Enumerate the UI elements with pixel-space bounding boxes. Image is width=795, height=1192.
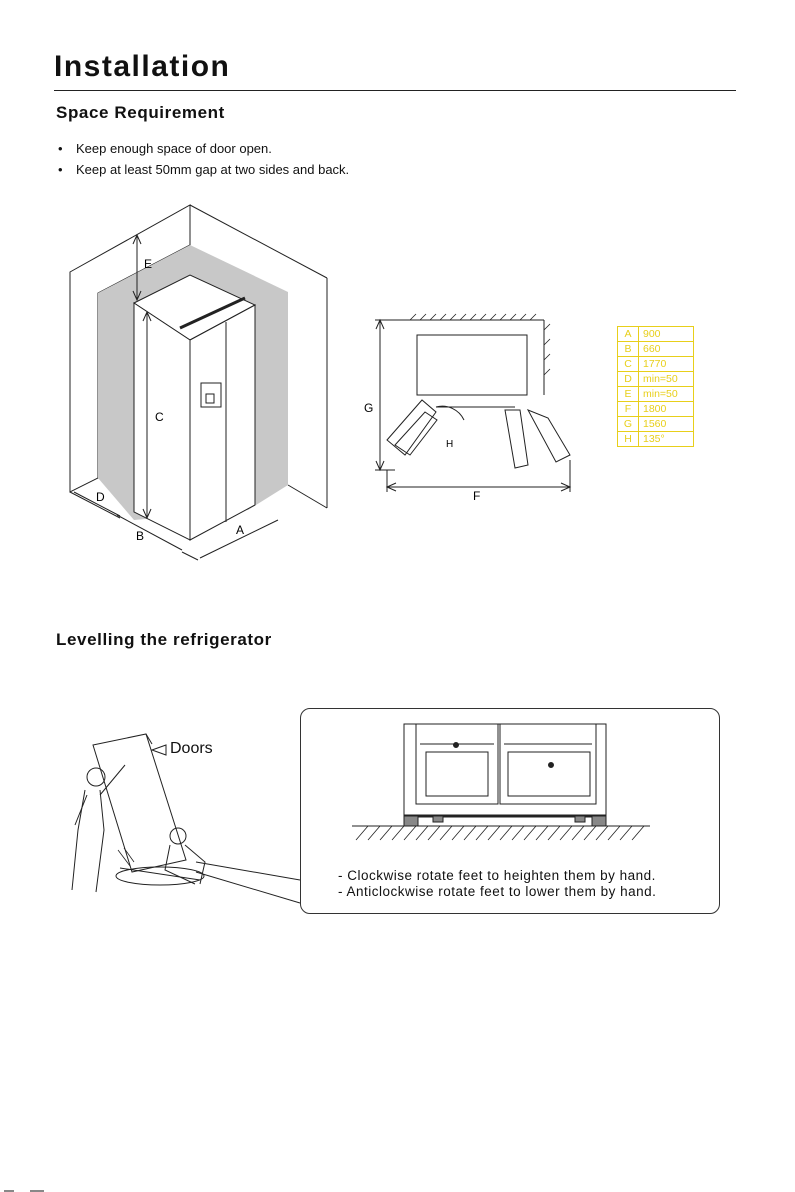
legend-value: 1560 — [638, 416, 694, 432]
label-d: D — [96, 490, 105, 504]
label-c: C — [155, 410, 164, 424]
space-requirement-list: Keep enough space of door open. Keep at … — [56, 138, 349, 180]
caption-clockwise: - Clockwise rotate feet to heighten them… — [338, 868, 656, 883]
fridge-front-view — [352, 723, 650, 841]
dim-d-line — [73, 491, 121, 517]
dim-a-line — [199, 519, 279, 559]
title-divider — [54, 90, 736, 91]
legend-key: E — [617, 386, 639, 402]
legend-key: G — [617, 416, 639, 432]
legend-value: 660 — [638, 341, 694, 357]
legend-key: H — [617, 431, 639, 447]
callout-connector — [195, 871, 301, 904]
top-view-diagram — [375, 313, 572, 492]
levelling-callout — [300, 708, 720, 914]
label-b: B — [136, 529, 144, 543]
page-corner-marks — [4, 1190, 44, 1192]
legend-value: 135° — [638, 431, 694, 447]
label-a: A — [236, 523, 244, 537]
doors-label: Doors — [170, 740, 213, 757]
tilted-fridge-illustration — [71, 733, 206, 893]
bullet-item: Keep at least 50mm gap at two sides and … — [56, 159, 349, 180]
space-requirement-heading: Space Requirement — [56, 103, 225, 122]
legend-key: A — [617, 326, 639, 342]
bullet-item: Keep enough space of door open. — [56, 138, 349, 159]
page-title: Installation — [54, 50, 231, 83]
legend-key: D — [617, 371, 639, 387]
label-f: F — [473, 489, 480, 503]
legend-value: 900 — [638, 326, 694, 342]
legend-key: F — [617, 401, 639, 417]
dim-b-line — [116, 514, 183, 551]
legend-value: 1800 — [638, 401, 694, 417]
perspective-diagram — [69, 204, 328, 561]
doors-arrow — [150, 744, 167, 756]
legend-key: B — [617, 341, 639, 357]
legend-value: 1770 — [638, 356, 694, 372]
label-h: H — [446, 439, 453, 450]
caption-anticlockwise: - Anticlockwise rotate feet to lower the… — [338, 884, 657, 899]
legend-value: min=50 — [638, 371, 694, 387]
levelling-heading: Levelling the refrigerator — [56, 630, 272, 649]
callout-connector — [195, 861, 301, 881]
label-g: G — [364, 401, 373, 415]
legend-value: min=50 — [638, 386, 694, 402]
label-e: E — [144, 257, 152, 271]
legend-key: C — [617, 356, 639, 372]
